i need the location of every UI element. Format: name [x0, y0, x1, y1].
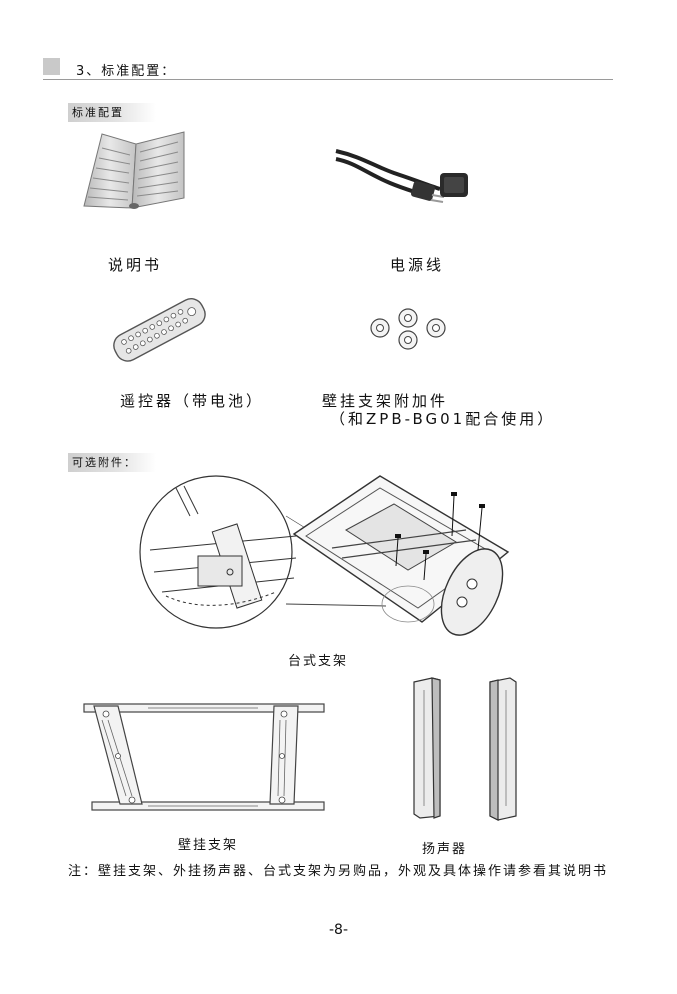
power-cord-label: 电源线: [390, 256, 445, 274]
section-title: 3、标准配置：: [76, 64, 177, 79]
remote-control-label: 遥控器（带电池）: [120, 392, 265, 410]
desk-stand-illustration: [139, 475, 510, 636]
section-divider: [43, 79, 613, 80]
section-marker: [43, 58, 60, 75]
manual-label: 说明书: [108, 256, 163, 274]
wall-mount-spacers-icon: [370, 308, 446, 350]
remote-control-icon: [113, 298, 206, 362]
optional-accessories-tag: 可选附件：: [68, 453, 156, 472]
page-number: -8-: [328, 922, 348, 938]
wall-mount-spacers-label: 壁挂支架附加件: [322, 392, 449, 410]
wall-bracket-illustration: [83, 703, 325, 811]
wall-bracket-label: 壁挂支架: [178, 838, 239, 853]
standard-accessories-tag: 标准配置: [68, 103, 156, 122]
speaker-label: 扬声器: [422, 842, 468, 857]
manual-book-icon: [83, 131, 185, 209]
wall-mount-spacers-sublabel: （和ZPB-BG01配合使用）: [330, 410, 556, 428]
speaker-illustration: [413, 677, 517, 821]
power-cord-icon: [335, 149, 468, 203]
footnote: 注：壁挂支架、外挂扬声器、台式支架为另购品，外观及具体操作请参看其说明书: [68, 864, 609, 879]
desk-stand-label: 台式支架: [288, 654, 349, 669]
